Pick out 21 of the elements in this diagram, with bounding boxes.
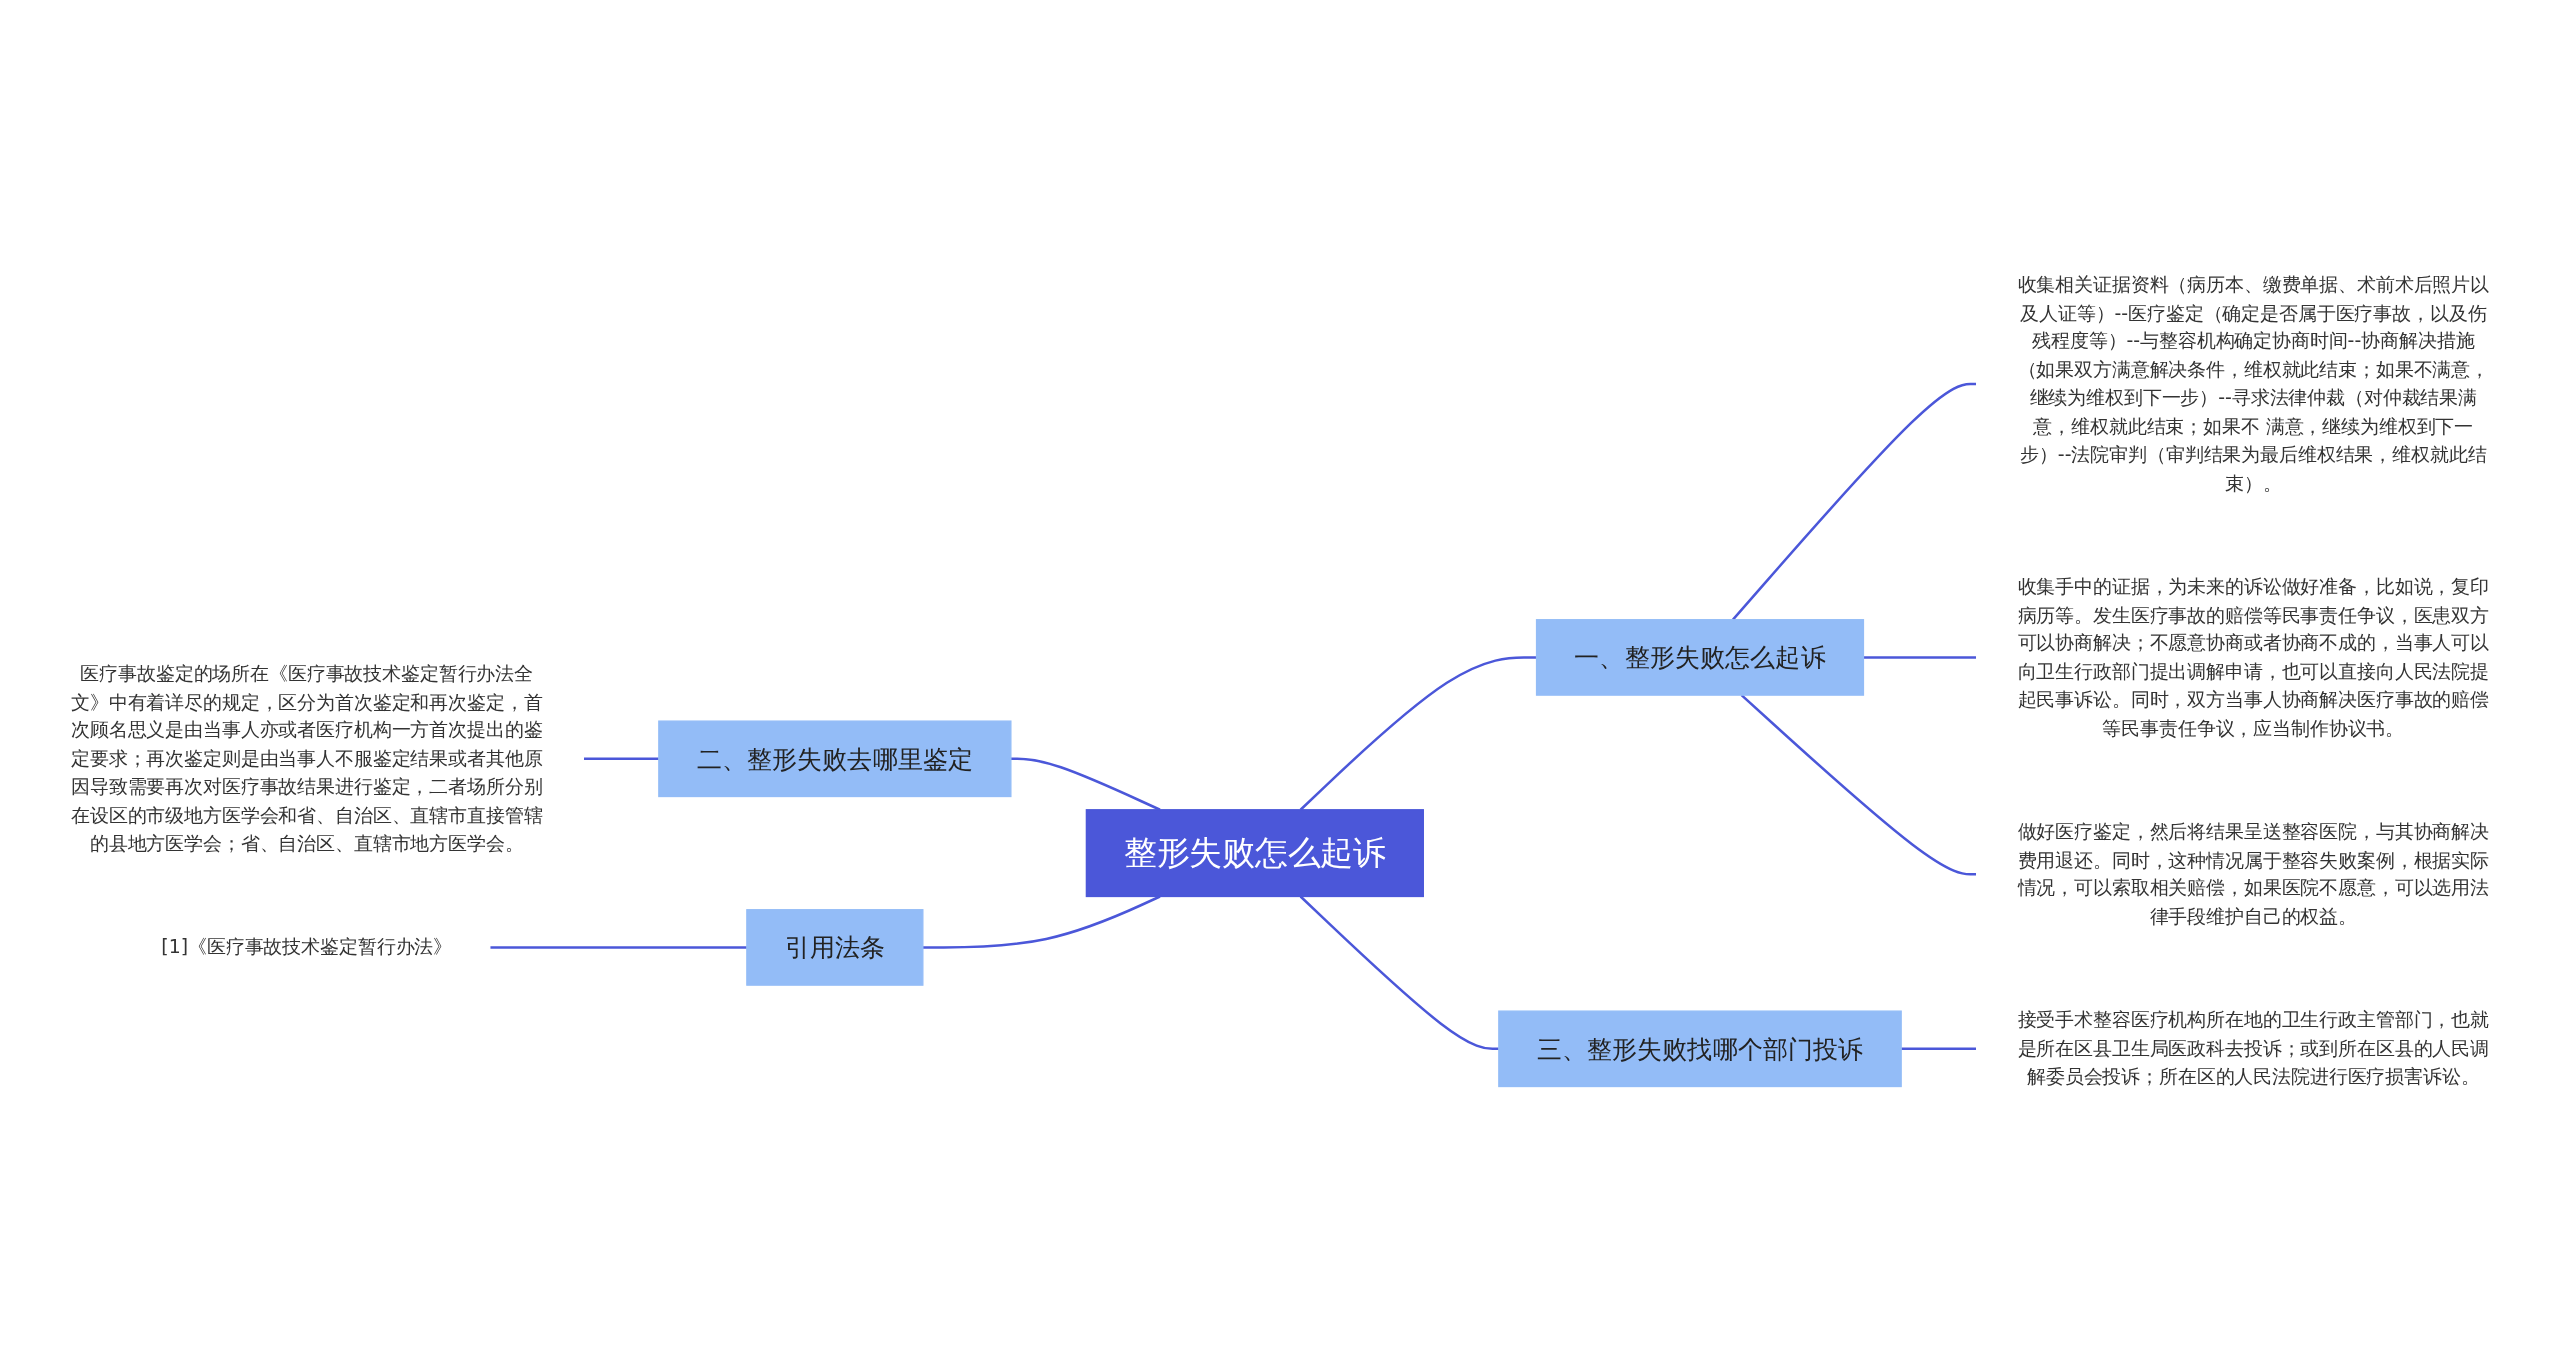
connector [1299,895,1499,1051]
node-text: [1]《医疗事故技术鉴定暂行办法》 [161,935,453,959]
connector [922,895,1161,949]
node-text: 收集相关证据资料（病历本、缴费单据、术前术后照片以及人证等）--医疗鉴定（确定是否属于医疗事故，以及伤残程度等）--与整容机构确定协商时间--协商解决措施（如果双方满意解决条件，维权就此结束；如果不满意，继续为维权到下一步）--寻求法律仲裁（对仲裁结果满意，维权就此结束；如果不 满意，继续为维权到下一步）--法院审判（审判结果为最后维权结果，维权就此结束）。 [2017,273,2490,494]
connector [1299,656,1537,811]
node-box: 一、整形失败怎么起诉 [1535,619,1865,696]
connector [489,946,747,949]
node-text: 医疗事故鉴定的场所在《医疗事故技术鉴定暂行办法全文》中有着详尽的规定，区分为首次鉴定和再次鉴定，首次顾名思义是由当事人亦或者医疗机构一方首次提出的鉴定要求；再次鉴定则是由当事人不服鉴定结果或者其他原因导致需要再次对医疗事故结果进行鉴定，二者场所分别在设区的市级地方医学会和省、自治区、直辖市直接管辖的县地方医学会；省、自治区、直辖市地方医学会。 [70,662,543,855]
connector [1010,757,1161,811]
node-text: 接受手术整容医疗机构所在地的卫生行政主管部门，也就是所在区县卫生局医政科去投诉；或到所在区县的人民调解委员会投诉；所在区的人民法院进行医疗损害诉讼。 [2017,1008,2490,1089]
node-box: 二、整形失败去哪里鉴定 [658,720,1012,798]
connector [1740,694,1977,876]
node-text: 收集手中的证据，为未来的诉讼做好准备，比如说，复印病历等。发生医疗事故的赔偿等民事责任争议，医患双方可以协商解决；不愿意协商或者协商不成的，当事人可以向卫生行政部门提出调解申请，也可以直接向人民法院提起民事诉讼。同时，双方当事人协商解决医疗事故的赔偿等民事责任争议，应当制作协议书。 [2017,575,2490,740]
node-text: 做好医疗鉴定，然后将结果呈送整容医院，与其协商解决费用退还。同时，这种情况属于整容失败案例，根据实际情况，可以索取相关赔偿，如果医院不愿意，可以选用法律手段维护自己的权益。 [2017,820,2490,928]
connector [583,757,659,761]
node-box: 引用法条 [746,909,924,986]
node-box: 整形失败怎么起诉 [1085,809,1424,898]
node-box: 三、整形失败找哪个部门投诉 [1498,1010,1902,1088]
connector [1901,1047,1977,1051]
connector [1732,382,1977,621]
connector [1863,656,1977,659]
